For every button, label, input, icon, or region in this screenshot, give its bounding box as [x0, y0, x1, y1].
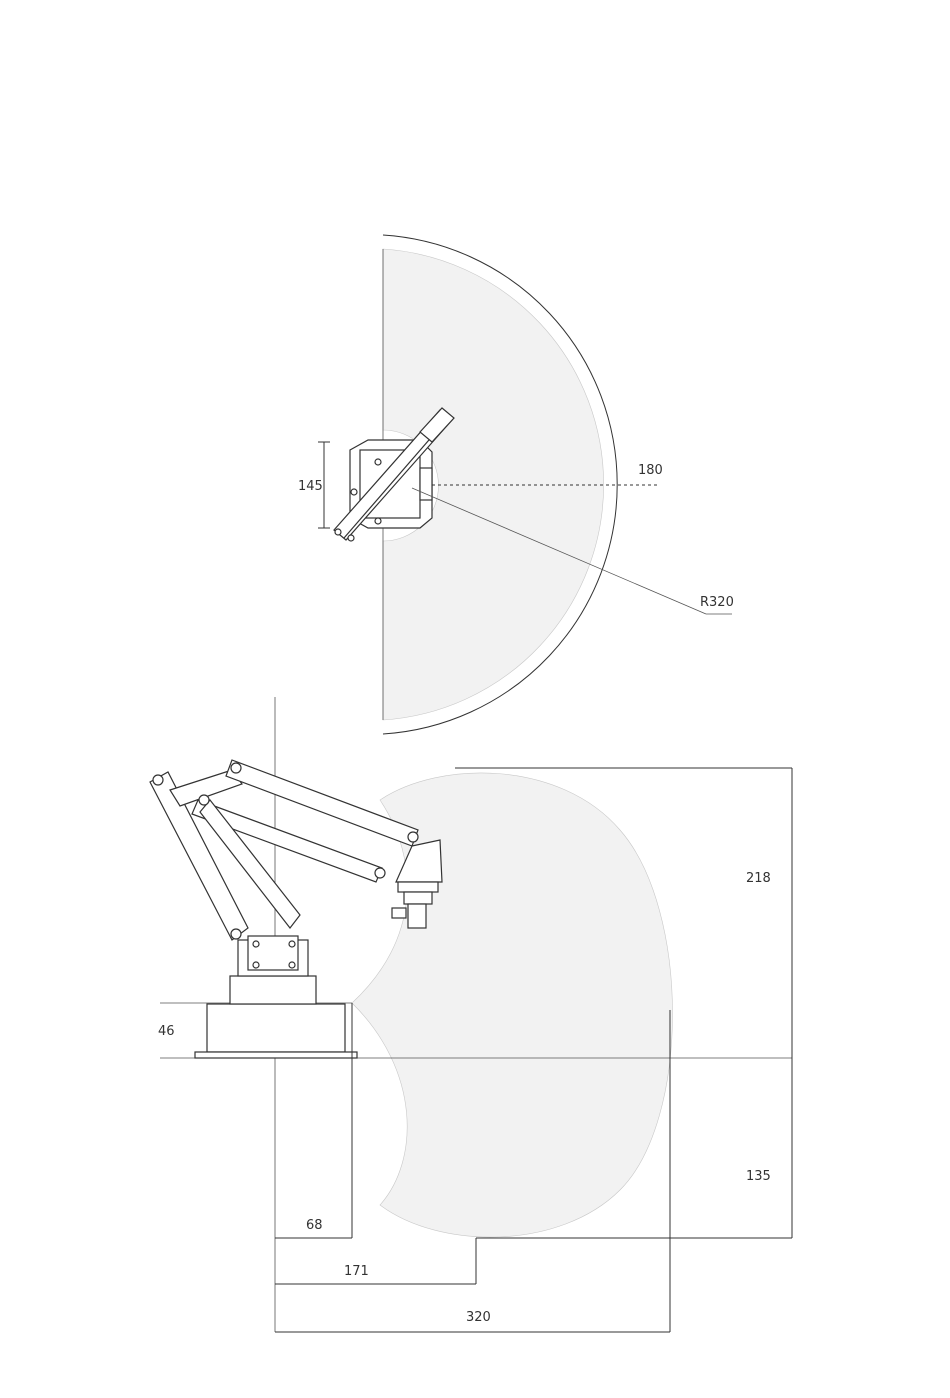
top-view: 145 180 R320: [298, 235, 734, 734]
top-height-label: 145: [298, 479, 323, 494]
side-inner-radius-label: 68: [306, 1218, 323, 1233]
top-height-dimension: 145: [298, 442, 330, 528]
top-angle-label: 180: [638, 463, 663, 478]
side-lower-height-label: 135: [746, 1169, 771, 1184]
side-base-height-dimension: 46: [158, 1024, 175, 1039]
side-max-reach-label: 320: [466, 1310, 491, 1325]
top-radius-label: R320: [700, 595, 734, 610]
side-robot-base: [195, 936, 357, 1058]
side-robot-arm: [150, 760, 418, 940]
side-base-height-label: 46: [158, 1024, 175, 1039]
side-min-reach-label: 171: [344, 1264, 369, 1279]
side-view: 218 135 46 68 171 320: [150, 697, 792, 1332]
side-min-reach-dimension: 171: [275, 1238, 476, 1284]
side-upper-height-label: 218: [746, 871, 771, 886]
side-workspace-area: [352, 773, 673, 1237]
